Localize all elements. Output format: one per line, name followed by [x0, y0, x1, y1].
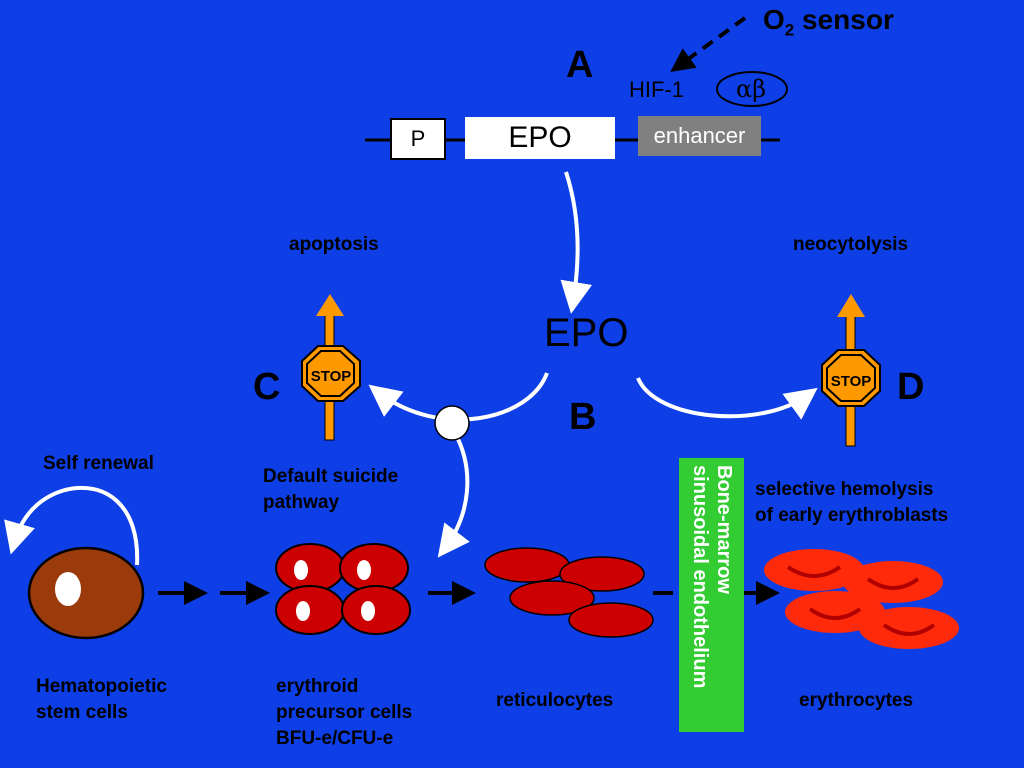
stop-text-d: STOP	[831, 373, 872, 390]
epo-gene-box: EPO	[465, 117, 615, 159]
erythrocytes-label: erythrocytes	[799, 690, 914, 711]
default-suicide-line2: pathway	[263, 492, 340, 513]
selective-hemolysis-line2: of early erythroblasts	[755, 505, 949, 526]
reticulocyte-cells	[484, 547, 654, 638]
endothelium-line2: sinusoidal endothelium	[688, 465, 711, 689]
reticulocytes-label: reticulocytes	[496, 690, 614, 711]
hif-subunits-label: αβ	[736, 75, 767, 103]
marker-d: D	[897, 366, 925, 408]
self-renewal-arrow	[4, 485, 140, 566]
stop-sign-apoptosis: STOP	[301, 294, 361, 441]
marker-a: A	[566, 44, 594, 86]
stem-cell-label: Hematopoietic stem cells	[36, 674, 167, 726]
selective-hemolysis-line1: selective hemolysis	[755, 479, 934, 500]
oxygen-sensor-label: O2 sensor	[763, 4, 894, 41]
stem-cell-line2: stem cells	[36, 702, 128, 723]
hif1-label: HIF-1	[629, 77, 684, 102]
stem-cell-line1: Hematopoietic	[36, 676, 167, 697]
sensor-suffix: sensor	[794, 4, 894, 35]
endothelium-line1: Bone-marrow	[712, 465, 735, 594]
default-suicide-line1: Default suicide	[263, 466, 399, 487]
enhancer-label: enhancer	[653, 123, 746, 148]
junction-node	[434, 405, 470, 441]
sensor-arrow	[670, 16, 747, 73]
sensor-subscript: 2	[784, 20, 795, 40]
epo-hormone-label: EPO	[544, 311, 629, 355]
precursor-line1: erythroid	[276, 676, 359, 697]
stem-cell	[27, 546, 145, 640]
self-renewal-label: Self renewal	[43, 453, 154, 474]
marker-b: B	[569, 396, 597, 438]
apoptosis-arrow	[368, 372, 549, 422]
expression-arrow	[560, 171, 593, 314]
stop-text-c: STOP	[311, 368, 352, 385]
apoptosis-label: apoptosis	[289, 234, 379, 255]
enhancer-box: enhancer	[638, 116, 761, 156]
promoter-label: P	[410, 126, 426, 151]
default-suicide-label: Default suicide pathway	[263, 464, 398, 516]
precursor-label: erythroid precursor cells BFU-e/CFU-e	[276, 674, 412, 752]
endothelium-barrier: Bone-marrow sinusoidal endothelium	[679, 458, 744, 732]
promoter-box: P	[390, 118, 446, 160]
erythrocyte-cells	[764, 549, 959, 649]
neocytolysis-arrow	[636, 377, 818, 420]
sensor-prefix: O	[763, 4, 785, 35]
precursor-arrow	[437, 432, 470, 558]
selective-hemolysis-label: selective hemolysis of early erythroblas…	[755, 477, 948, 529]
stop-sign-neocytolysis: STOP	[821, 294, 881, 447]
precursor-line2: precursor cells	[276, 702, 413, 723]
neocytolysis-label: neocytolysis	[793, 234, 909, 255]
precursor-cells	[275, 543, 411, 635]
epo-gene-label: EPO	[508, 121, 572, 154]
marker-c: C	[253, 366, 281, 408]
precursor-line3: BFU-e/CFU-e	[276, 728, 394, 749]
endothelium-label: Bone-marrow sinusoidal endothelium	[688, 465, 736, 725]
hif-subunit-ellipse	[716, 71, 788, 107]
